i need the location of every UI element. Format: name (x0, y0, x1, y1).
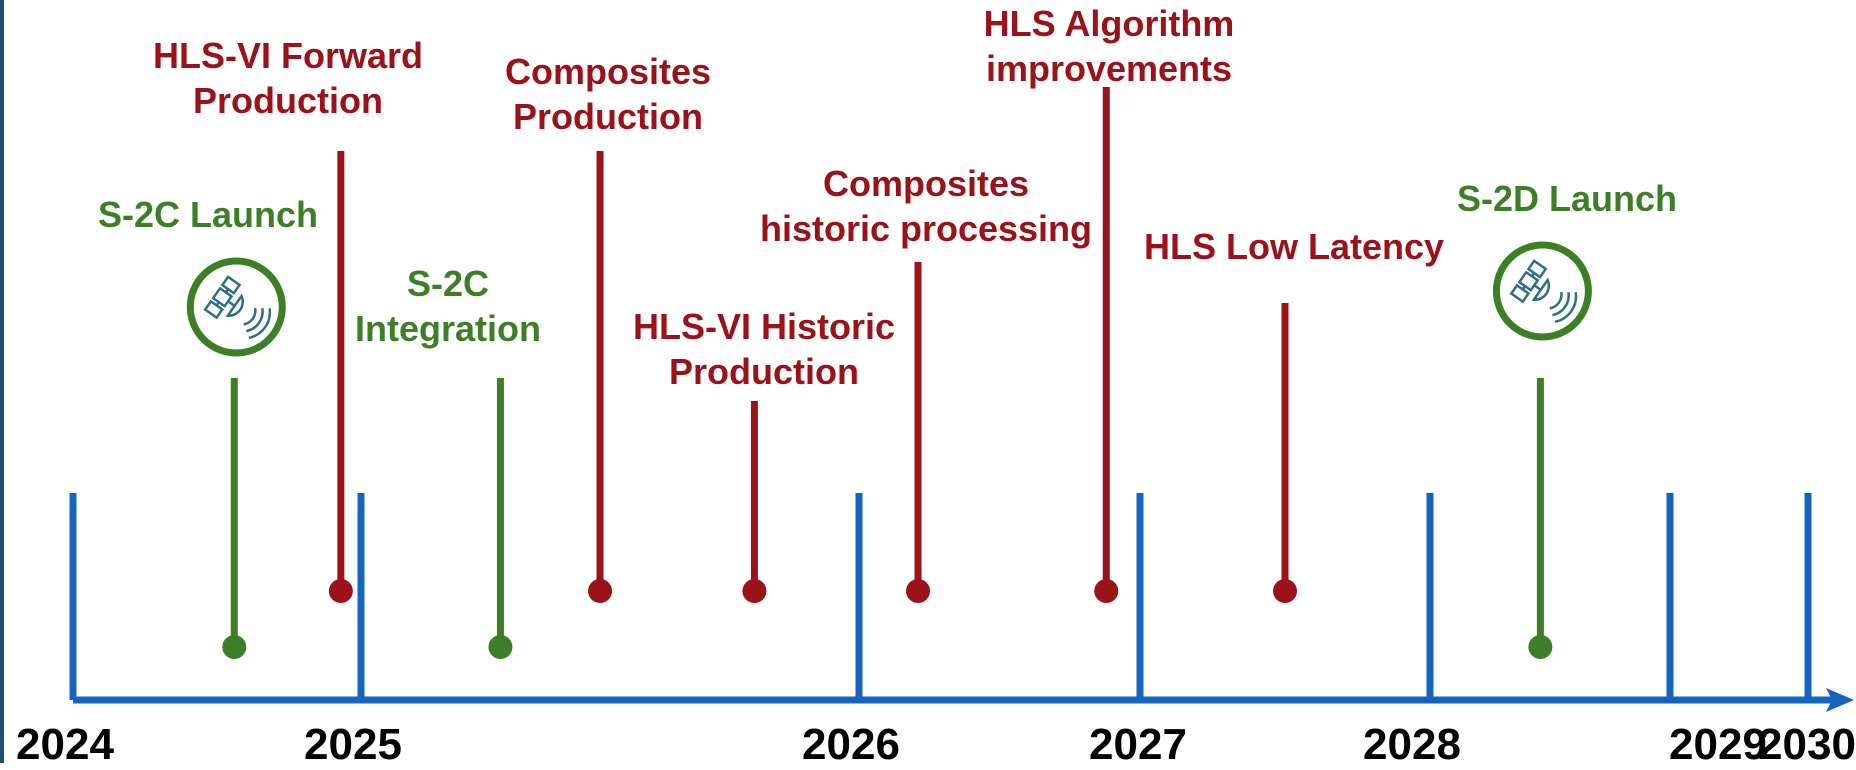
event-label-line: Composites (504, 51, 712, 92)
event-dot (742, 579, 767, 603)
event-label-line: HLS Algorithm (983, 3, 1235, 44)
event-label-line: Production (669, 351, 859, 392)
event-dot (1094, 579, 1119, 603)
year-label: 2026 (802, 720, 900, 769)
event-label-line: Integration (355, 308, 541, 349)
event-dot (488, 635, 513, 659)
event-label-line: Production (193, 80, 383, 121)
event-dot (906, 579, 931, 603)
event-label-line: S-2C (406, 263, 490, 304)
event-label: HLS Low Latency (1124, 224, 1464, 269)
axis-arrowhead (1826, 688, 1854, 712)
event-label-line: historic processing (759, 208, 1093, 249)
left-edge-bar (0, 0, 4, 763)
satellite-icon (1492, 241, 1592, 341)
event-label: S-2C Launch (38, 192, 378, 237)
event-label: S-2D Launch (1397, 176, 1737, 221)
event-dot (588, 579, 613, 603)
year-label: 2027 (1089, 720, 1187, 769)
satellite-icon (186, 257, 286, 357)
year-label: 2024 (16, 720, 114, 769)
event-dot (222, 635, 247, 659)
event-dot (1528, 635, 1553, 659)
year-label: 2028 (1363, 720, 1461, 769)
year-label: 2025 (304, 720, 402, 769)
event-dot (1273, 579, 1297, 603)
event-label-line: improvements (985, 48, 1233, 89)
event-label-line: Composites (822, 163, 1030, 204)
event-label-line: S-2D Launch (1456, 178, 1678, 219)
year-label: 2030 (1758, 720, 1856, 769)
year-label: 2029 (1669, 720, 1767, 769)
event-dot (328, 579, 353, 603)
event-label-line: HLS Low Latency (1143, 226, 1445, 267)
event-label-line: HLS-VI Forward (152, 35, 424, 76)
event-label-line: S-2C Launch (97, 194, 319, 235)
event-label-line: HLS-VI Historic (632, 306, 896, 347)
event-label-line: Production (513, 96, 703, 137)
